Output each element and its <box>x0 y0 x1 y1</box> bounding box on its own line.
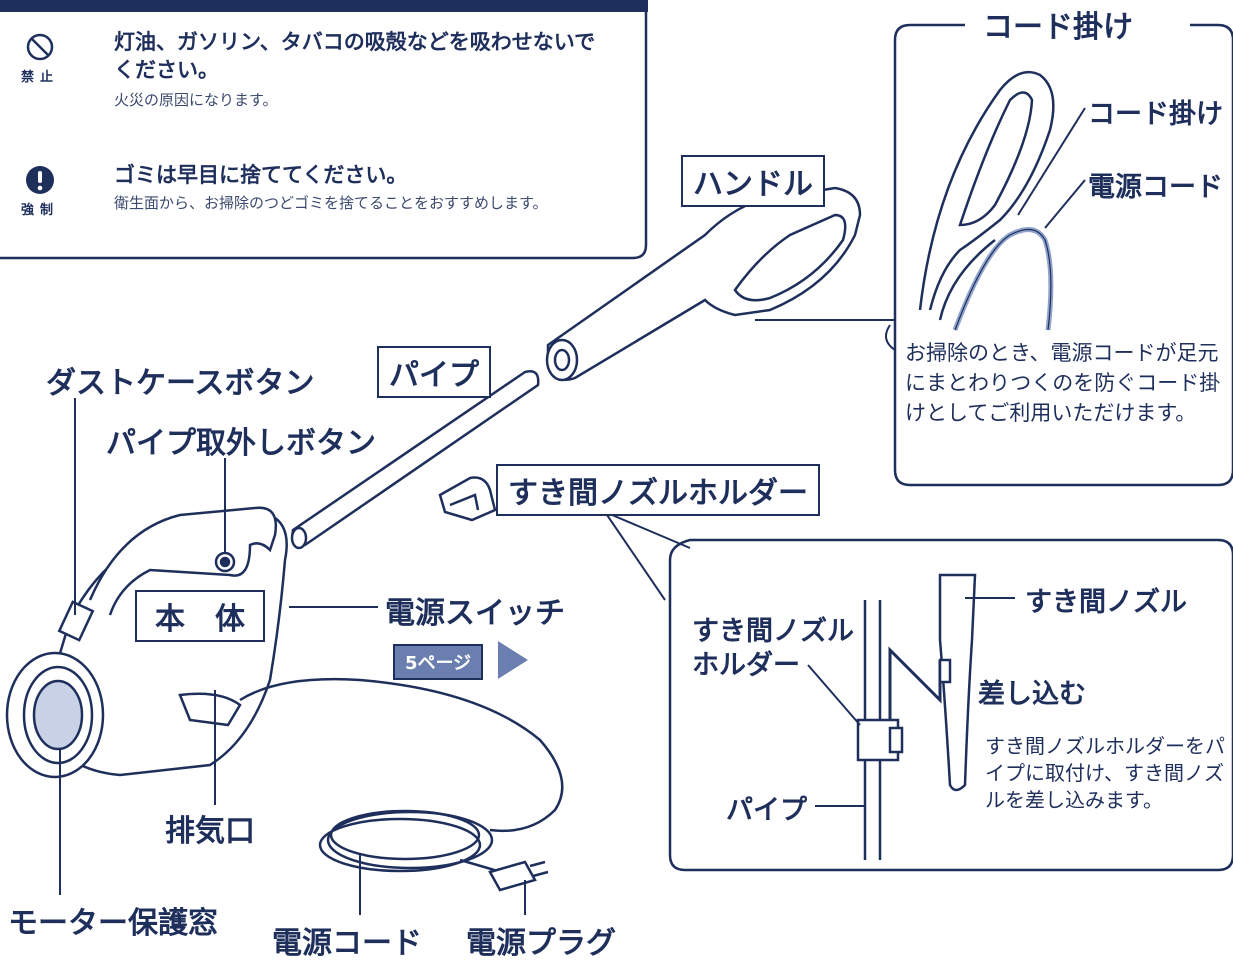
cord-hook-panel-frame <box>893 23 1233 487</box>
label-handle: ハンドル <box>681 155 825 207</box>
warning-box-header-bar <box>0 0 648 12</box>
warning-sub-1: 火災の原因になります。 <box>114 91 278 109</box>
warning-sub-2: 衛生面から、お掃除のつどゴミを捨てることをおすすめします。 <box>114 194 548 212</box>
cord-hook-callout: コード掛け <box>1088 99 1223 130</box>
warning-title-1: 灯油、ガソリン、タバコの吸殻などを吸わせないでください。 <box>114 30 596 82</box>
page-reference-badge[interactable]: 5ページ <box>393 644 484 680</box>
cord-hook-note: お掃除のとき、電源コードが足元にまとわりつくのを防ぐコード掛けとしてご利用いただ… <box>905 341 1221 425</box>
nozzle-panel-holder-label: すき間ノズルホルダー <box>692 616 854 681</box>
nozzle-panel-insert-label: 差し込む <box>978 679 1086 710</box>
label-dust-case-button: ダストケースボタン <box>46 366 315 401</box>
label-pipe-release-button: パイプ取外しボタン <box>106 426 376 461</box>
nozzle-panel-frame <box>668 538 1233 872</box>
crevice-holder-drawing <box>438 476 497 522</box>
nozzle-panel-note: すき間ノズルホルダーをパイプに取付け、すき間ノズルを差し込みます。 <box>985 734 1225 812</box>
label-power-plug: 電源プラグ <box>466 926 616 961</box>
prohibited-icon <box>26 33 54 61</box>
warning-title-2: ゴミは早目に捨ててください。 <box>114 163 408 187</box>
cord-hook-panel-title: コード掛け <box>975 2 1141 46</box>
cord-hook-cord-callout: 電源コード <box>1088 172 1223 203</box>
nozzle-panel-pipe-label: パイプ <box>726 795 807 826</box>
label-exhaust: 排気口 <box>165 814 255 849</box>
label-pipe: パイプ <box>377 346 491 398</box>
label-power-switch: 電源スイッチ <box>385 596 565 631</box>
cord-hook-detail <box>918 70 1055 321</box>
mandatory-caption: 強制 <box>20 203 59 218</box>
nozzle-panel-pipe <box>856 600 904 860</box>
label-body: 本 体 <box>135 590 265 642</box>
power-cord-line <box>239 677 564 832</box>
crevice-nozzle-drawing <box>938 573 977 792</box>
warning-box-frame <box>0 10 648 260</box>
vacuum-body-drawing <box>5 506 288 779</box>
nozzle-panel-nozzle-label: すき間ノズル <box>1025 587 1187 618</box>
pipe-drawing <box>290 370 540 550</box>
prohibited-caption: 禁止 <box>20 70 59 85</box>
label-motor-window: モーター保護窓 <box>8 906 218 941</box>
power-plug-drawing <box>488 860 549 892</box>
power-cord-coil <box>318 809 511 877</box>
exclamation-icon <box>26 166 54 194</box>
label-power-cord: 電源コード <box>272 926 422 961</box>
label-crevice-holder: すき間ノズルホルダー <box>496 464 820 516</box>
handle-drawing <box>545 186 862 382</box>
